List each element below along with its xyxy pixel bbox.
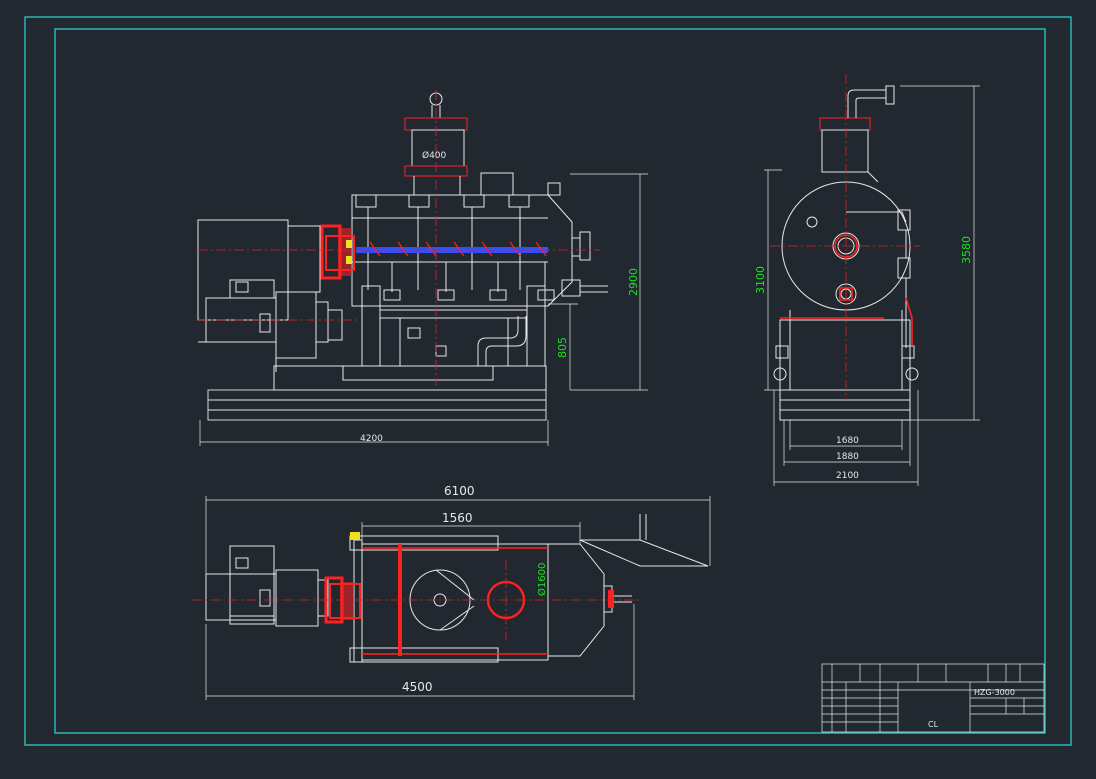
- top-diameter-label: Ø1600: [536, 563, 548, 596]
- front-view-dimensions: [199, 173, 648, 446]
- outer-frame: [24, 16, 1072, 746]
- top-body-dim: 1560: [442, 511, 473, 525]
- side-view-centerlines: [770, 74, 920, 400]
- top-view: [205, 514, 709, 663]
- side-height-inner-dim: 3100: [754, 266, 767, 294]
- top-view-centerlines: [192, 560, 640, 640]
- front-view-centerlines: [198, 90, 600, 386]
- front-view: [197, 92, 608, 391]
- title-block-model: HZG-3000: [974, 688, 1015, 697]
- front-view-highlights: [320, 224, 548, 280]
- top-view-dimensions: [205, 496, 711, 700]
- title-block: [821, 663, 1045, 733]
- side-width-dim-1: 1680: [836, 436, 859, 446]
- side-width-dim-3: 2100: [836, 471, 859, 481]
- front-leg-dim: 805: [556, 337, 569, 358]
- side-view-dimensions: [764, 85, 980, 486]
- title-block-unit: CL: [928, 720, 939, 729]
- top-base-dim: 4500: [402, 680, 433, 694]
- front-diameter-label: Ø400: [422, 150, 447, 161]
- inner-frame: [54, 28, 1046, 734]
- side-width-dim-2: 1880: [836, 452, 859, 462]
- front-view-foundation: [207, 389, 547, 421]
- side-height-outer-dim: 3580: [960, 236, 973, 264]
- front-height-dim: 2900: [627, 268, 640, 296]
- top-total-dim: 6100: [444, 484, 475, 498]
- top-view-highlights: [324, 532, 614, 656]
- front-length-dim: 4200: [360, 434, 383, 444]
